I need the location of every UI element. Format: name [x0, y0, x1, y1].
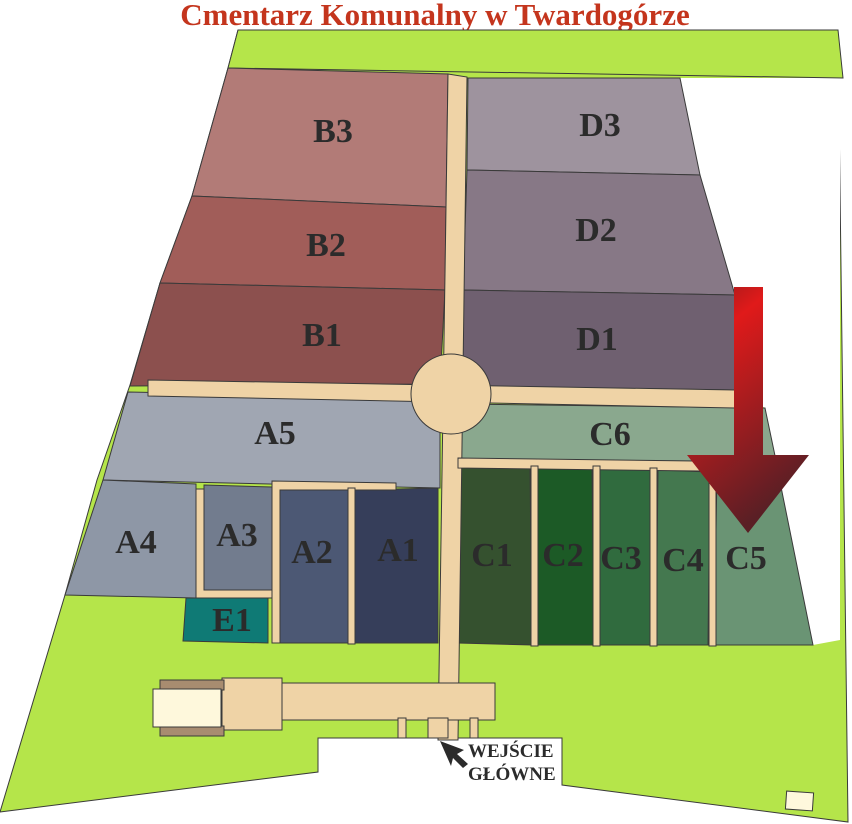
cursor-arrow-icon [440, 741, 468, 768]
path-a-row [271, 480, 397, 644]
path-c1-c2 [530, 465, 539, 647]
gate-post-3 [469, 717, 479, 739]
label-c4: C4 [662, 542, 704, 579]
label-a4: A4 [115, 524, 157, 561]
label-b3: B3 [313, 113, 353, 150]
label-d1: D1 [576, 321, 618, 358]
label-a5: A5 [254, 415, 296, 452]
label-d2: D2 [575, 212, 617, 249]
section-b2[interactable] [159, 195, 447, 291]
chapel-plaza [221, 677, 283, 731]
label-e1: E1 [212, 602, 252, 639]
grass-top-strip [227, 29, 844, 79]
label-a2: A2 [291, 534, 333, 571]
red-arrow-down-icon [687, 287, 809, 533]
path-a2-a1 [347, 487, 356, 645]
label-b2: B2 [306, 227, 346, 264]
small-building-icon [784, 790, 815, 812]
gate-post-2 [427, 717, 449, 739]
path-a3 [195, 488, 273, 599]
path-c4-c5 [708, 469, 717, 647]
label-c1: C1 [471, 537, 513, 574]
label-b1: B1 [302, 317, 342, 354]
roundabout [410, 353, 492, 435]
entrance-label-line1: WEJŚCIE [468, 740, 554, 762]
path-c3-c4 [649, 467, 658, 647]
map-title: Cmentarz Komunalny w Twardogórze [180, 0, 689, 32]
chapel-building [152, 688, 222, 728]
section-b1[interactable] [129, 282, 446, 387]
label-c6: C6 [589, 416, 631, 453]
label-a3: A3 [216, 517, 258, 554]
gate-post-1 [397, 717, 407, 739]
label-c5: C5 [725, 540, 767, 577]
entrance-label-line2: GŁÓWNE [468, 763, 556, 785]
label-c2: C2 [542, 537, 584, 574]
path-c2-c3 [592, 465, 601, 647]
label-c3: C3 [600, 540, 642, 577]
label-a1: A1 [377, 532, 419, 569]
label-d3: D3 [579, 107, 621, 144]
